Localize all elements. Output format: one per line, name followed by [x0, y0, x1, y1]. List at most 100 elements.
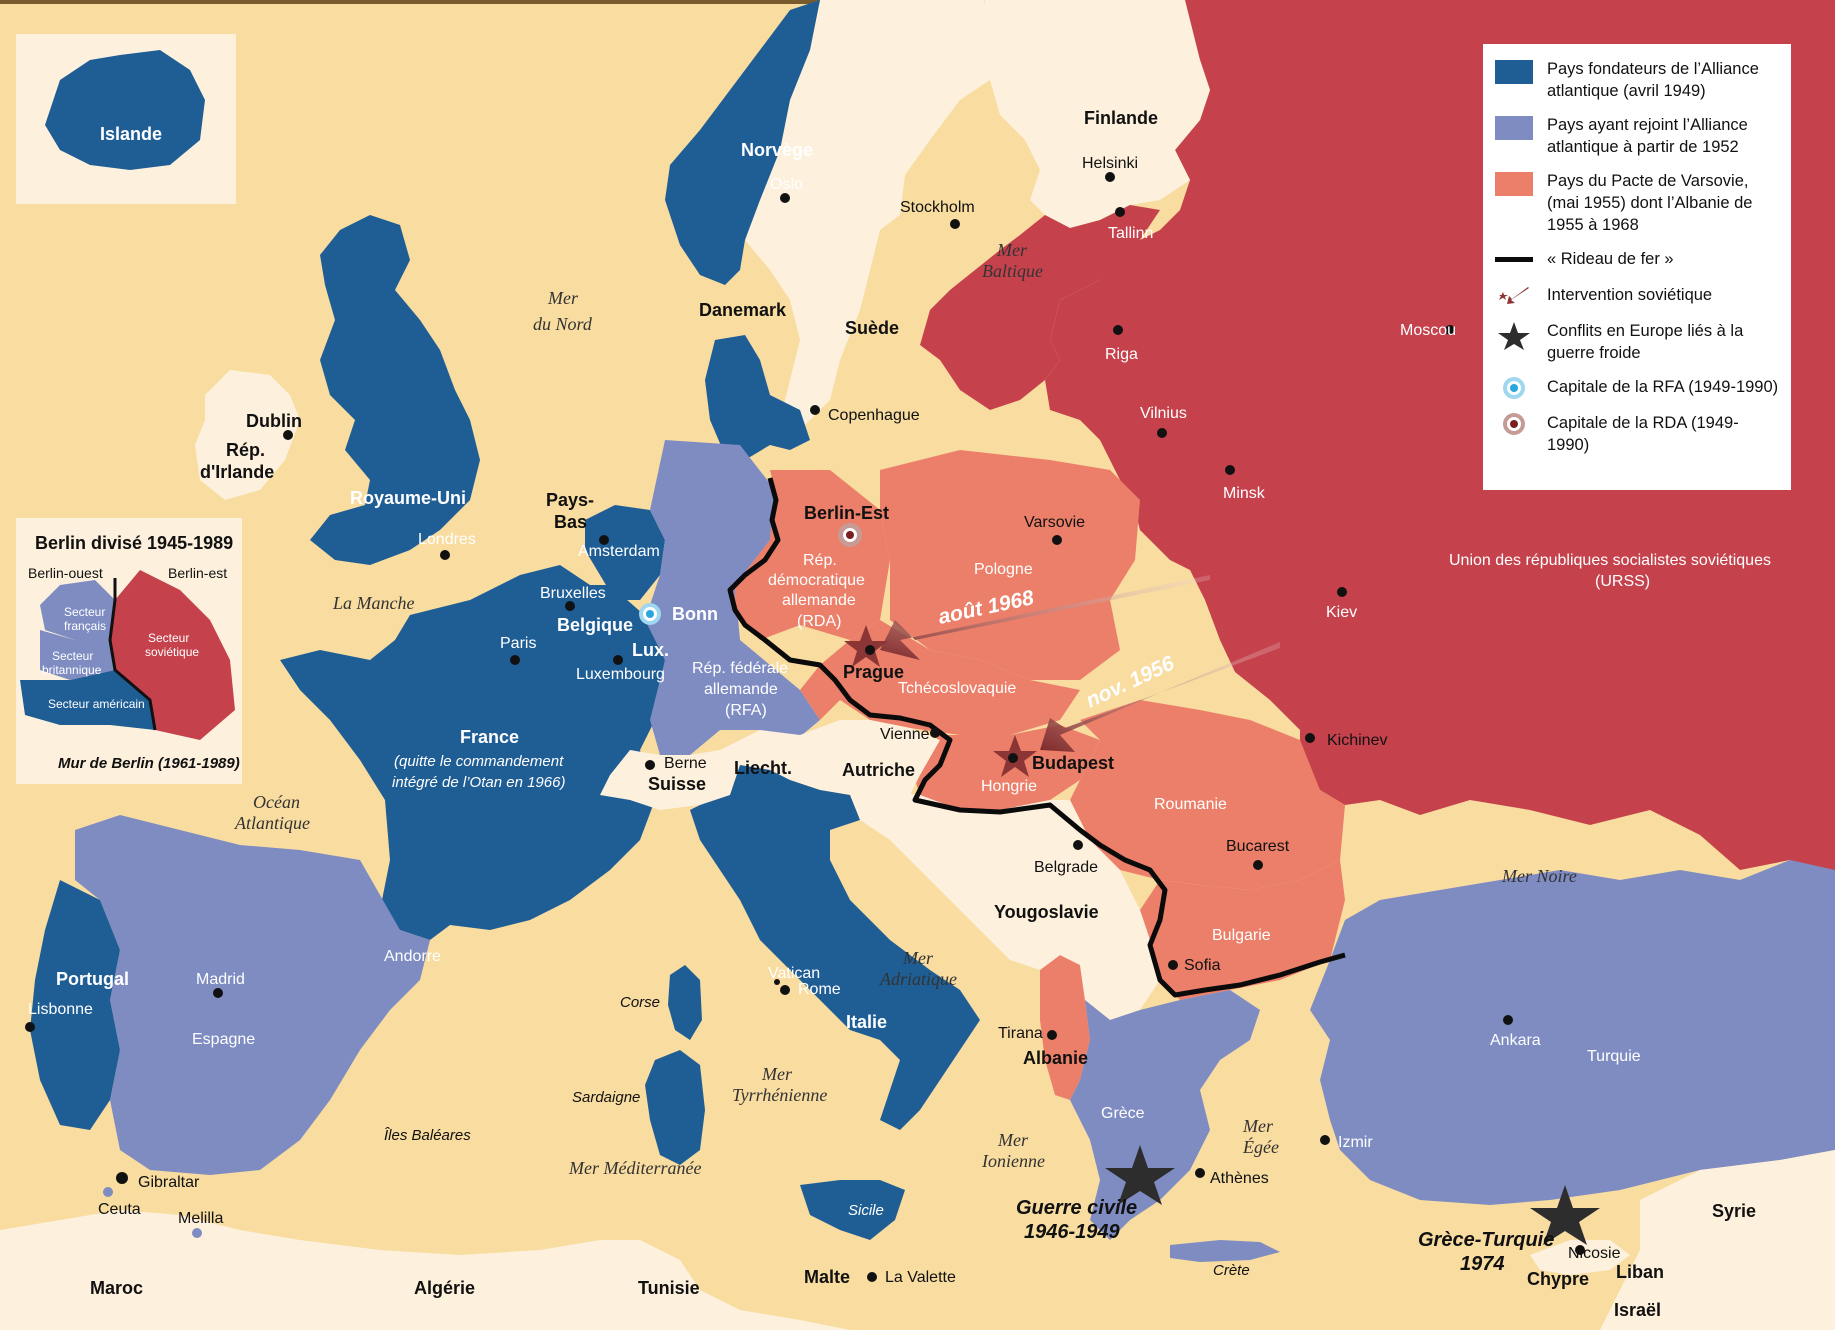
label-ocean-2: Atlantique — [234, 813, 310, 833]
dot-lisbonne — [25, 1022, 35, 1032]
label-maroc: Maroc — [90, 1278, 143, 1298]
label-suisse: Suisse — [648, 774, 706, 794]
berlin-est-capital-icon — [838, 523, 862, 547]
region-belgique — [520, 565, 640, 650]
label-irlande-2: d'Irlande — [200, 462, 274, 482]
dot-londres — [440, 550, 450, 560]
label-belgrade: Belgrade — [1034, 859, 1098, 876]
label-ocean-1: Océan — [253, 792, 300, 812]
label-guerre-civile-1: Guerre civile — [1016, 1197, 1137, 1219]
label-paris: Paris — [500, 635, 536, 652]
label-bulgarie: Bulgarie — [1212, 927, 1271, 944]
label-ankara: Ankara — [1490, 1032, 1541, 1049]
region-afrique-nord — [0, 1210, 850, 1330]
label-copenhague: Copenhague — [828, 407, 920, 424]
dot-tirana — [1047, 1030, 1057, 1040]
berlin-british-sector — [40, 630, 115, 680]
region-bulgarie — [1140, 860, 1345, 1000]
label-tchecoslovaquie: Tchécoslovaquie — [898, 680, 1016, 697]
label-riga: Riga — [1105, 346, 1138, 363]
dot-helsinki — [1105, 172, 1115, 182]
dot-moscou — [1445, 325, 1455, 335]
label-grece-turquie-2: 1974 — [1460, 1253, 1505, 1275]
berlin-wall — [108, 578, 157, 731]
iron-curtain-line — [727, 477, 1346, 998]
dot-varsovie — [1052, 535, 1062, 545]
region-crete — [1170, 1240, 1280, 1262]
label-mer-baltique-1: Mer — [996, 240, 1028, 260]
label-la-manche: La Manche — [332, 593, 414, 613]
region-espagne — [75, 815, 430, 1175]
berlin-inset-east: Berlin-est — [168, 565, 227, 581]
label-sofia: Sofia — [1184, 957, 1221, 974]
map-legend: Pays fondateurs de l’Alliance atlantique… — [1483, 44, 1791, 490]
dot-athenes — [1195, 1168, 1205, 1178]
label-andorre: Andorre — [384, 948, 441, 965]
label-grece-turquie-1: Grèce-Turquie — [1418, 1229, 1554, 1251]
label-ceuta: Ceuta — [98, 1201, 141, 1218]
label-vienne: Vienne — [880, 726, 930, 743]
region-autriche — [720, 720, 940, 795]
label-france: France — [460, 727, 519, 747]
legend-text-warsaw: Pays du Pacte de Varsovie, (mai 1955) do… — [1547, 172, 1753, 234]
label-bonn: Bonn — [672, 604, 718, 624]
label-tirana: Tirana — [998, 1025, 1043, 1042]
dot-ceuta — [103, 1187, 113, 1197]
region-sicile — [800, 1180, 905, 1240]
label-malte: Malte — [804, 1267, 850, 1287]
label-urss-2: (URSS) — [1595, 573, 1650, 590]
label-mer-egee-1: Mer — [1242, 1116, 1274, 1136]
dot-belgrade — [1073, 840, 1083, 850]
label-sicile: Sicile — [848, 1202, 884, 1219]
label-algerie: Algérie — [414, 1278, 475, 1298]
label-pays-bas-1: Pays- — [546, 490, 594, 510]
dot-copenhague — [810, 405, 820, 415]
label-portugal: Portugal — [56, 969, 129, 989]
region-suisse — [600, 750, 740, 810]
label-vilnius: Vilnius — [1140, 405, 1187, 422]
label-pologne: Pologne — [974, 561, 1033, 578]
region-chypre — [1530, 1240, 1630, 1275]
legend-row-capital-rda: Capitale de la RDA (1949-1990) — [1495, 412, 1779, 456]
legend-row-capital-rfa: Capitale de la RFA (1949-1990) — [1495, 376, 1779, 400]
label-royaume-uni: Royaume-Uni — [350, 488, 466, 508]
region-turquie — [1310, 860, 1835, 1205]
region-pays-bas — [585, 505, 665, 600]
dot-berne — [645, 760, 655, 770]
region-royaume-uni — [310, 215, 480, 565]
legend-text-founding: Pays fondateurs de l’Alliance atlantique… — [1547, 60, 1759, 100]
label-albanie: Albanie — [1023, 1048, 1088, 1068]
label-tallinn: Tallinn — [1108, 225, 1153, 242]
label-bucarest: Bucarest — [1226, 838, 1290, 855]
berlin-soviet-sector — [110, 570, 235, 740]
legend-line-iron-curtain-icon — [1495, 248, 1533, 272]
region-grece — [1070, 990, 1260, 1240]
legend-row-founding: Pays fondateurs de l’Alliance atlantique… — [1495, 58, 1779, 102]
label-mer-ionienne-2: Ionienne — [981, 1151, 1045, 1171]
dot-bruxelles — [565, 601, 575, 611]
region-suede — [745, 0, 990, 440]
dot-minsk — [1225, 465, 1235, 475]
arrow-intervention-1968 — [880, 575, 1210, 660]
label-moscou: Moscou — [1400, 322, 1456, 339]
dot-rome — [780, 985, 790, 995]
region-pologne — [880, 450, 1140, 680]
label-berlin-est: Berlin-Est — [804, 503, 889, 523]
label-prague: Prague — [843, 662, 904, 682]
label-sardaigne: Sardaigne — [572, 1089, 640, 1106]
berlin-french-sector — [40, 580, 115, 640]
legend-swatch-founding — [1495, 58, 1533, 84]
legend-text-iron-curtain: « Rideau de fer » — [1547, 250, 1674, 268]
berlin-inset-title: Berlin divisé 1945-1989 — [35, 533, 233, 553]
label-mer-egee-2: Égée — [1242, 1136, 1279, 1157]
label-mer-tyrrhenienne-1: Mer — [761, 1064, 793, 1084]
region-portugal — [30, 880, 120, 1130]
dot-bucarest — [1253, 860, 1263, 870]
dot-oslo — [780, 193, 790, 203]
label-italie: Italie — [846, 1012, 887, 1032]
label-la-valette: La Valette — [885, 1269, 956, 1286]
label-norvege: Norvège — [741, 140, 813, 160]
label-israel: Israël — [1614, 1300, 1661, 1320]
legend-row-warsaw: Pays du Pacte de Varsovie, (mai 1955) do… — [1495, 170, 1779, 236]
region-yougoslavie — [850, 790, 1160, 1020]
